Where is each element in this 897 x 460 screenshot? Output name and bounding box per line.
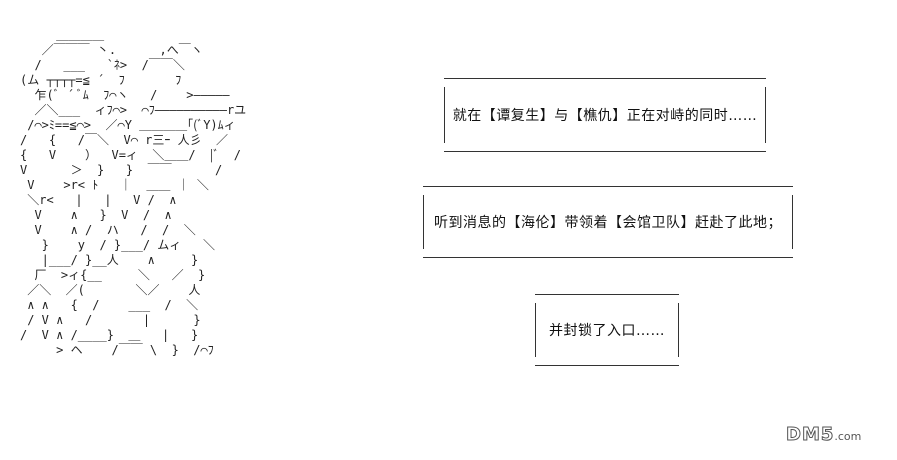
speech-box-text: 就在【谭复生】与【樵仇】正在对峙的同时…… bbox=[452, 108, 758, 124]
watermark-suffix: .com bbox=[834, 430, 862, 443]
speech-box-2: 听到消息的【海伦】带领着【会馆卫队】赶赴了此地； bbox=[423, 186, 793, 258]
speech-box-1: 就在【谭复生】与【樵仇】正在对峙的同时…… bbox=[444, 78, 766, 152]
ascii-art-illustration: ＿＿＿＿ ／￣￣￣ 丶. ,へ￣ヽ / ___ `ﾈ> /￣￣＼ (ム ┬┬┬┬… bbox=[20, 28, 430, 438]
speech-box-frame bbox=[423, 186, 793, 258]
speech-box-frame bbox=[444, 78, 766, 152]
dm5-watermark-logo: DM5.com bbox=[785, 424, 862, 446]
speech-box-text: 并封锁了入口…… bbox=[549, 323, 665, 339]
ascii-art-text: ＿＿＿＿ ／￣￣￣ 丶. ,へ￣ヽ / ___ `ﾈ> /￣￣＼ (ム ┬┬┬┬… bbox=[20, 28, 247, 357]
speech-box-frame bbox=[535, 294, 679, 366]
watermark-brand: DM5 bbox=[785, 424, 835, 446]
speech-box-3: 并封锁了入口…… bbox=[535, 294, 679, 366]
speech-box-text: 听到消息的【海伦】带领着【会馆卫队】赶赴了此地； bbox=[434, 215, 782, 231]
